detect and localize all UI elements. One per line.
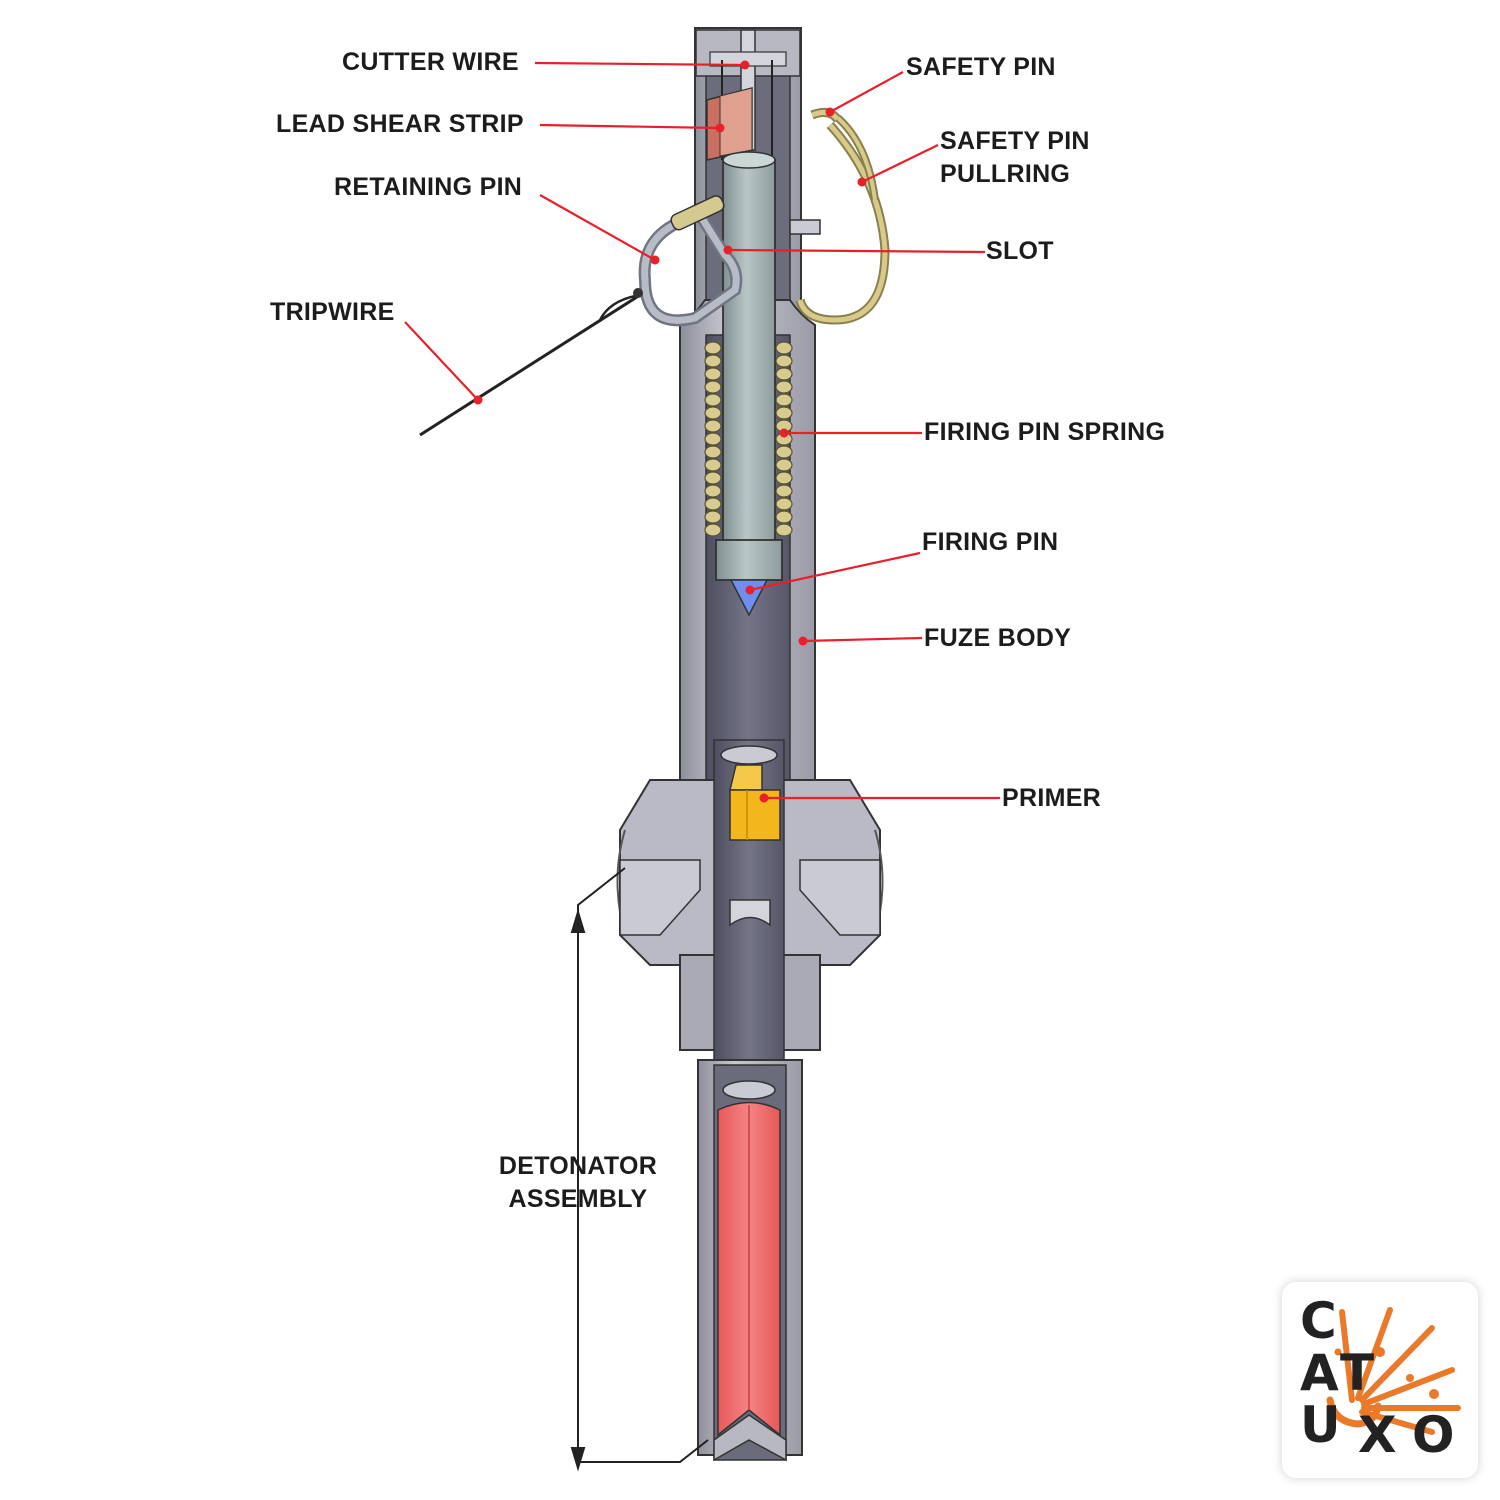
- logo-letter: O: [1412, 1406, 1455, 1464]
- spring-coil: [704, 458, 722, 472]
- lead-shear-strip-part: [706, 87, 753, 161]
- leader-dots: [473, 60, 867, 803]
- logo-letter: C: [1300, 1292, 1337, 1350]
- spring-coil: [704, 484, 722, 498]
- leader-firing-pin: [749, 551, 921, 592]
- spring-coil: [704, 419, 722, 433]
- label-detonator-assembly-line2: ASSEMBLY: [508, 1185, 648, 1213]
- spring-coil: [704, 367, 722, 381]
- spring-coil: [775, 484, 793, 498]
- logo-letter: U: [1300, 1396, 1341, 1454]
- spring-coil: [704, 393, 722, 407]
- relay-cup: [729, 899, 771, 927]
- spring-coil: [704, 406, 722, 420]
- spring-coil: [704, 471, 722, 485]
- leader-safety-pin: [829, 71, 904, 113]
- leader-cutter-wire: [534, 61, 746, 67]
- detonator-part: [697, 1059, 803, 1462]
- spring-coil: [704, 497, 722, 511]
- cat-uxo-logo: C A U T X O: [1282, 1282, 1478, 1478]
- label-slot: SLOT: [986, 237, 1054, 265]
- label-primer: PRIMER: [1002, 784, 1102, 812]
- spring-coil: [775, 497, 793, 511]
- label-retaining-pin: RETAINING PIN: [334, 173, 523, 201]
- logo-letter: A: [1300, 1344, 1339, 1402]
- spring-coil: [775, 354, 793, 368]
- firing-pin-spring-part: [704, 341, 793, 537]
- leader-lead-shear-strip: [539, 123, 721, 130]
- label-safety-pin: SAFETY PIN: [906, 53, 1056, 81]
- primer-part: [720, 745, 781, 841]
- leader-fuze-body: [802, 636, 923, 643]
- leader-slot: [727, 248, 986, 254]
- label-safety-pin-pullring: SAFETY PIN PULLRING: [940, 125, 1090, 191]
- spring-coil: [704, 523, 722, 537]
- safety-pin-part: [789, 107, 890, 325]
- spring-coil: [775, 471, 793, 485]
- label-detonator-assembly-line1: DETONATOR: [498, 1152, 658, 1180]
- label-cutter-wire: CUTTER WIRE: [342, 48, 519, 76]
- spring-coil: [775, 367, 793, 381]
- spring-coil: [704, 341, 722, 355]
- leader-retaining-pin: [539, 194, 656, 261]
- spring-coil: [775, 445, 793, 459]
- spring-coil: [775, 406, 793, 420]
- firing-pin-part: [715, 151, 783, 617]
- spring-coil: [704, 354, 722, 368]
- spring-coil: [704, 510, 722, 524]
- label-firing-pin: FIRING PIN: [922, 528, 1059, 556]
- leader-tripwire: [404, 321, 479, 401]
- leader-lines: [404, 61, 1000, 800]
- label-safety-pin-pullring-line2: PULLRING: [940, 160, 1071, 188]
- spring-coil: [775, 458, 793, 472]
- spring-coil: [704, 432, 722, 446]
- spring-coil: [775, 523, 793, 537]
- label-detonator-assembly: DETONATOR ASSEMBLY: [488, 1150, 668, 1216]
- tripwire-part: [419, 288, 643, 437]
- leader-pullring: [861, 144, 939, 183]
- label-firing-pin-spring: FIRING PIN SPRING: [924, 418, 1166, 446]
- spring-coil: [775, 510, 793, 524]
- spring-coil: [704, 445, 722, 459]
- logo-letter: T: [1340, 1344, 1375, 1402]
- spring-coil: [775, 341, 793, 355]
- label-fuze-body: FUZE BODY: [924, 624, 1072, 652]
- retaining-pin-part: [638, 195, 743, 327]
- label-lead-shear-strip: LEAD SHEAR STRIP: [276, 110, 524, 138]
- fuze-head: [694, 27, 802, 329]
- spring-coil: [704, 380, 722, 394]
- spring-coil: [775, 380, 793, 394]
- spring-coil: [775, 393, 793, 407]
- detonator-dimension-bracket: [570, 867, 709, 1472]
- explosion-burst-icon: [1326, 1307, 1461, 1435]
- label-safety-pin-pullring-line1: SAFETY PIN: [940, 127, 1090, 155]
- label-tripwire: TRIPWIRE: [270, 298, 395, 326]
- logo-letter: X: [1358, 1406, 1397, 1464]
